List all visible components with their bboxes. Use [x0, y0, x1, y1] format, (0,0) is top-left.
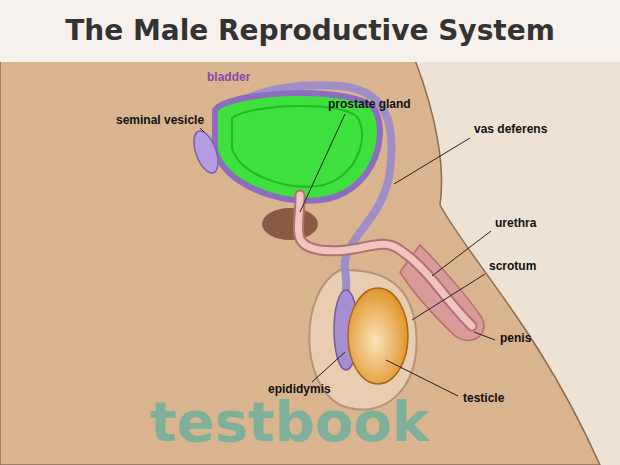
- part-label: vas deferens: [474, 122, 547, 136]
- body-silhouette: [0, 60, 600, 465]
- leader-lines: [200, 114, 495, 396]
- leader-line: [432, 231, 491, 276]
- part-label: penis: [500, 331, 531, 345]
- leader-line: [300, 114, 345, 212]
- leader-line: [200, 128, 204, 132]
- leader-line: [386, 360, 458, 396]
- seminal-vesicle-shape: [189, 128, 223, 176]
- part-label: urethra: [495, 216, 536, 230]
- title-band: [0, 0, 620, 62]
- leader-line: [312, 352, 345, 382]
- leader-line: [412, 274, 485, 320]
- diagram-title: The Male Reproductive System: [65, 14, 555, 48]
- part-label: prostate gland: [328, 97, 411, 111]
- watermark: testbook: [150, 392, 429, 452]
- part-label: epididymis: [268, 382, 331, 396]
- bladder-inner: [232, 106, 362, 187]
- part-label: testicle: [463, 391, 504, 405]
- part-label: seminal vesicle: [116, 113, 204, 127]
- part-label: bladder: [207, 70, 250, 84]
- part-label: scrotum: [489, 259, 536, 273]
- testicle-shape: [348, 288, 408, 384]
- leader-line: [394, 138, 470, 184]
- prostate-shape: [262, 208, 318, 240]
- leader-line: [474, 332, 495, 340]
